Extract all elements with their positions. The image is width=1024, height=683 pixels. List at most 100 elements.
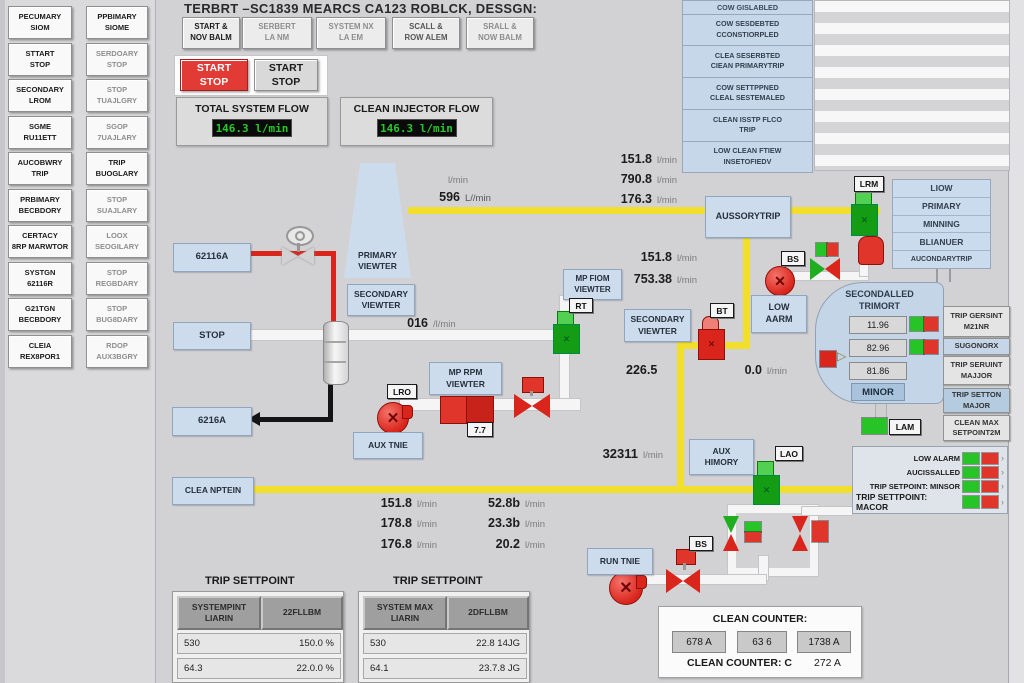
loop-valve-b-top[interactable] [792, 516, 808, 533]
primary-viewter-funnel[interactable]: PRIMARY VIEWTER [344, 163, 411, 278]
start-stop-button-active[interactable]: START STOP [180, 59, 248, 91]
alarm-item[interactable]: LOW CLEAN FTIEW INSETOFIEDV [713, 146, 782, 166]
right-status-item-liow[interactable]: LIOW [893, 180, 990, 198]
manual-valve-body-right [298, 247, 314, 265]
nav-box-6216a[interactable]: 6216A [172, 407, 252, 436]
left-button-stop-regbdary[interactable]: STOP REGBDARY [86, 262, 148, 295]
red-valve-left[interactable] [514, 394, 532, 418]
top-button-start-nov-balm[interactable]: START & NOV BALM [182, 17, 240, 49]
left-button-trip-buoglary[interactable]: TRIP BUOGLARY [86, 152, 148, 185]
right-status-item-aucondarytrip[interactable]: AUCONDARYTRIP [910, 256, 973, 264]
trip-setpoint-major-button[interactable]: TRIP SERUINT MAJJOR [943, 356, 1010, 385]
right-status-item-blianuer[interactable]: BLIANUER [893, 233, 990, 252]
left-button-stop-suajlary[interactable]: STOP SUAJLARY [86, 189, 148, 222]
lao-actuator-icon[interactable]: ✕ [753, 475, 780, 505]
alarm-item[interactable]: CLEA SESERBTED CIEAN PRIMARYTRIP [683, 45, 812, 78]
clean-pump-icon[interactable]: ✕ [765, 266, 795, 296]
trimort-indicator-1-red [924, 317, 938, 331]
nav-box-aux-tnie[interactable]: AUX TNIE [353, 432, 423, 459]
left-button-loox-seogilary[interactable]: LOOX SEOGILARY [86, 225, 148, 258]
alarm-item[interactable]: COW GISLABLED [683, 1, 812, 15]
top-button-srall-now-balm[interactable]: SRALL & NOW BALM [466, 17, 534, 49]
left-button-serdoary-stop[interactable]: SERDOARY STOP [86, 43, 148, 76]
legend-indicator-red [982, 496, 998, 508]
nav-box-clea-nptein[interactable]: CLEA NPTEIN [172, 477, 254, 505]
top-button-scall-row-alem[interactable]: SCALL & ROW ALEM [392, 17, 460, 49]
bt-actuator-icon[interactable]: ✕ [698, 329, 725, 360]
left-button-pecumary-siom[interactable]: PECUMARY SIOM [8, 6, 72, 39]
nav-box-secondary-viewter-2[interactable]: SECONDARY VIEWTER [624, 309, 691, 342]
minor-button[interactable]: MINOR [851, 383, 905, 401]
red-vessel-icon[interactable] [858, 236, 884, 265]
lrm-actuator-icon[interactable]: ✕ [851, 204, 878, 236]
trip-setton-major-button[interactable]: TRIP SETTON MAJOR [943, 388, 1010, 413]
left-button-cleia-rex8por1[interactable]: CLEIA REX8POR1 [8, 335, 72, 368]
top-button-system-nx-laem[interactable]: SYSTEM NX LA EM [316, 17, 386, 49]
legend-row-low-alarm: LOW ALARM › [913, 452, 1004, 464]
aux-pump-outlet [402, 405, 413, 419]
clean-injector-flow-label: CLEAN INJECTOR FLOW [353, 103, 480, 115]
alarm-item[interactable]: COW SETTPPNED CLEAL SESTEMALED [683, 77, 812, 110]
clean-injector-flow-value: 146.3 l/min [376, 119, 457, 137]
pump-block-a[interactable] [440, 396, 468, 424]
right-status-item-minning[interactable]: MINNING [893, 216, 990, 234]
nav-box-62116a[interactable]: 62116A [173, 243, 251, 272]
left-button-secondary-lrom[interactable]: SECONDARY LROM [8, 79, 72, 112]
nav-box-run-tnie[interactable]: RUN TNIE [587, 548, 653, 575]
top-button-serbert-lanm[interactable]: SERBERT LA NM [242, 17, 312, 49]
pipe-yellow-drop [743, 207, 750, 345]
left-button-stop-bug8dary[interactable]: STOP BUG8DARY [86, 298, 148, 331]
left-button-sgme-ru11ett[interactable]: SGME RU11ETT [8, 116, 72, 149]
red-valve-actuator-box [522, 377, 544, 393]
run-pump-outlet [636, 575, 647, 589]
nav-box-low-aarm[interactable]: LOW AARM [751, 295, 807, 333]
tag-lam: LAM [889, 419, 921, 435]
clean-max-setpoint-button[interactable]: CLEAN MAX SETPOINT2M [943, 415, 1010, 441]
dual-valve-red[interactable] [825, 258, 840, 280]
left-button-g21tgn-becbdory[interactable]: G21TGN BECBDORY [8, 298, 72, 331]
nav-box-secondary-viewter-1[interactable]: SECONDARY VIEWTER [347, 284, 415, 316]
pump-block-b[interactable] [466, 396, 494, 424]
tag-rt: RT [569, 298, 593, 313]
loop-valve-a-top[interactable] [723, 516, 739, 533]
connector-line [949, 267, 951, 282]
pipe-red-vertical [331, 251, 336, 325]
start-stop-button-inactive[interactable]: START STOP [254, 59, 318, 91]
left-button-prbimary-becbdory[interactable]: PRBIMARY BECBDORY [8, 189, 72, 222]
bottom-valve-right[interactable] [683, 569, 700, 593]
dual-valve-green[interactable] [810, 258, 825, 280]
trimort-value-2: 82.96 [849, 339, 907, 357]
sugonorx-button[interactable]: SUGONORX [943, 338, 1010, 355]
rt-actuator-icon[interactable]: ✕ [553, 324, 580, 354]
clean-counter-value-2: 272 A [814, 657, 841, 669]
left-button-stop-tuajlgry[interactable]: STOP TUAJLGRY [86, 79, 148, 112]
left-button-sgop-7uajlary[interactable]: SGOP 7UAJLARY [86, 116, 148, 149]
left-button-aucobwry-trip[interactable]: AUCOBWRY TRIP [8, 152, 72, 185]
right-status-item-primary[interactable]: PRIMARY [893, 198, 990, 216]
left-button-rdop-aux3bgry[interactable]: RDOP AUX3BGRY [86, 335, 148, 368]
alarm-item[interactable]: CLEAN ISSTP FLCO TRIP [683, 109, 812, 142]
red-valve-right[interactable] [532, 394, 550, 418]
loop-valve-a-bottom[interactable] [723, 534, 739, 551]
left-button-sttart-stop[interactable]: STTART STOP [8, 43, 72, 76]
trip-setpoint-minor-button[interactable]: TRIP GERSINT M21NR [943, 306, 1010, 337]
bottom-valve-left[interactable] [666, 569, 683, 593]
nav-box-mp-rpm-viewter[interactable]: MP RPM VIEWTER [429, 362, 502, 395]
legend-indicator-green [963, 480, 979, 492]
left-button-certacy-marwtor[interactable]: CERTACY 8RP MARWTOR [8, 225, 72, 258]
filter-cylinder[interactable] [323, 321, 349, 385]
clean-counter-box-2: 63 6 [737, 631, 787, 653]
nav-box-stop[interactable]: STOP [173, 322, 251, 350]
tag-bs-top: BS [781, 251, 805, 266]
clean-counter-box-3: 1738 A [797, 631, 851, 653]
alarm-item[interactable]: COW SESDEBTED CCONSTIORPLED [683, 14, 812, 46]
clean-counter-label-2: CLEAN COUNTER: C [687, 657, 792, 669]
left-button-systgn-62116r[interactable]: SYSTGN 62116R [8, 262, 72, 295]
left-button-ppbimary-siome[interactable]: PPBIMARY SIOME [86, 6, 148, 39]
nav-box-aux-himory[interactable]: AUX HIMORY [689, 439, 754, 475]
loop-valve-b-bottom[interactable] [792, 534, 808, 551]
nav-box-aussorytrip[interactable]: AUSSORYTRIP [705, 196, 791, 238]
